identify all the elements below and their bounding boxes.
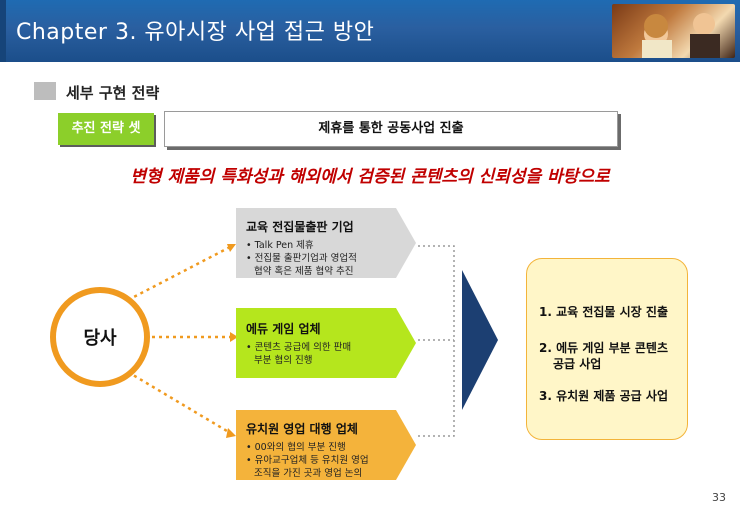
big-right-arrow-icon [462,270,498,410]
partner-card-2: 에듀 게임 업체 • 콘텐츠 공급에 의한 판매 부분 협의 진행 [236,308,416,378]
partner-item: • Talk Pen 제휴 [246,240,314,251]
result-item-1: 1. 교육 전집물 시장 진출 [539,305,668,319]
arrowhead-1 [227,244,236,252]
page-title: Chapter 3. 유아시장 사업 접근 방안 [16,20,375,45]
partner-item: 조직을 가진 곳과 영업 논의 [254,468,363,479]
partner-item: 부분 협의 진행 [254,355,313,366]
partner-item: • 콘텐츠 공급에 의한 판매 [246,342,352,353]
company-circle: 당사 [50,287,150,387]
bracket-connector [418,245,455,437]
section-marker-icon [34,82,56,100]
header-accent [0,0,6,62]
partner-card-3: 유치원 영업 대행 업체 • 00와의 협의 부분 진행 • 유아교구업체 등 … [236,410,416,480]
company-label: 당사 [83,328,117,349]
strategy-tagline: 변형 제품의 특화성과 해외에서 검증된 콘텐츠의 신뢰성을 바탕으로 [130,167,610,187]
partner-item: 협약 혹은 제품 협약 추진 [254,266,354,277]
section-title: 세부 구현 전략 [66,84,160,102]
partner-item: • 00와의 협의 부분 진행 [246,442,346,453]
result-item-2-cont: 공급 사업 [553,357,602,371]
partner-title-3: 유치원 영업 대행 업체 [246,422,358,436]
results-box: 1. 교육 전집물 시장 진출 2. 에듀 게임 부분 콘텐츠 공급 사업 3.… [526,258,688,440]
partner-card-1: 교육 전집물출판 기업 • Talk Pen 제휴 • 전집물 출판기업과 영업… [236,208,416,278]
partner-title-2: 에듀 게임 업체 [246,322,321,336]
arrowhead-3 [226,428,236,438]
partner-title-1: 교육 전집물출판 기업 [246,220,354,234]
arrow-to-partner-3 [127,370,233,436]
page-number: 33 [712,491,726,504]
partner-item: • 전집물 출판기업과 영업적 [246,253,357,264]
result-item-2: 2. 에듀 게임 부분 콘텐츠 [539,341,668,355]
arrowhead-2 [230,332,238,342]
strategy-tag: 추진 전략 셋 [58,113,154,145]
arrow-to-partner-1 [127,244,233,302]
header-photo [612,4,735,58]
strategy-summary: 제휴를 통한 공동사업 진출 [164,111,618,147]
partner-item: • 유아교구업체 등 유치원 영업 [246,455,369,466]
result-item-3: 3. 유치원 제품 공급 사업 [539,389,668,403]
